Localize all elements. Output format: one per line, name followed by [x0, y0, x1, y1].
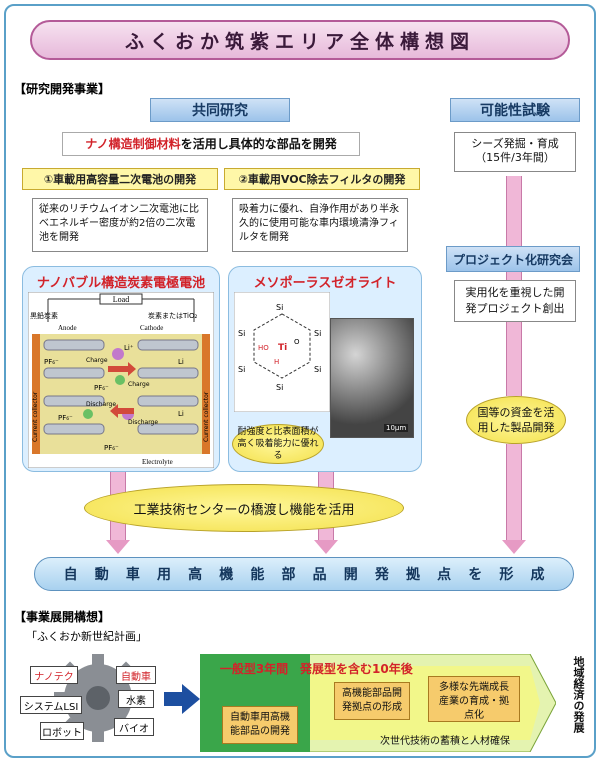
battery-cc-right: Current collector	[203, 391, 210, 442]
zeolite-si-right2: Si	[314, 365, 321, 374]
tag-nanotech: ナノテク	[30, 666, 78, 684]
battery-pf6-2: PF₆⁻	[94, 384, 109, 392]
banner-char: 用	[156, 567, 171, 583]
box-advanced-industries: 多様な先端成長産業の育成・拠点化	[428, 676, 520, 722]
banner-char: 開	[343, 567, 358, 583]
arrow-battery-head	[106, 540, 130, 554]
goal-banner: 自 動 車 用 高 機 能 部 品 開 発 拠 点 を 形 成	[34, 557, 574, 591]
zeolite-si-left2: Si	[238, 365, 245, 374]
battery-diagram: Load 黒鉛炭素 炭素またはTiO₂ Anode Cathode Li⁺ Li…	[28, 292, 214, 468]
tag-robot: ロボット	[40, 722, 84, 740]
stage3-side-label: 地域経済の発展	[572, 656, 585, 733]
battery-li-1: Li	[178, 358, 184, 366]
banner-char: 部	[281, 567, 296, 583]
banner-char: 自	[63, 567, 78, 583]
banner-char: 点	[437, 567, 452, 583]
zeolite-sem-image	[330, 318, 414, 438]
box-auto-parts: 自動車用高機能部品の開発	[222, 706, 298, 744]
arrow-funds-down	[506, 444, 522, 544]
zeolite-note: 耐強度と比表面積が高く吸着能力に優れる	[232, 424, 324, 464]
battery-charge-2: Charge	[128, 381, 150, 388]
plan-label: 「ふくおか新世紀計画」	[26, 630, 147, 643]
battery-cathode-material: 炭素またはTiO₂	[148, 311, 198, 320]
battery-anode-label: Anode	[58, 324, 77, 332]
project-desc-box: 実用化を重視した開発プロジェクト創出	[454, 280, 576, 322]
battery-pf6-1: PF₆⁻	[44, 358, 59, 366]
page-title: ふくおか筑紫エリア全体構想図	[30, 20, 570, 60]
banner-char: 形	[499, 567, 514, 583]
tag-system-lsi: システムLSI	[20, 696, 82, 714]
arrow-seeds-down	[506, 176, 522, 246]
battery-discharge-1: Discharge	[86, 401, 116, 408]
battery-li-ion: Li⁺	[124, 344, 134, 352]
battery-cathode-label: Cathode	[140, 324, 163, 332]
zeolite-ti: Ti	[278, 343, 287, 353]
banner-char: 発	[374, 567, 389, 583]
banner-char: 成	[530, 567, 545, 583]
battery-anode-material: 黒鉛炭素	[30, 311, 58, 320]
zeolite-h: H	[274, 358, 279, 366]
stage1-label: 一般型3年間	[219, 662, 289, 676]
zeolite-si-right: Si	[314, 329, 321, 338]
theme-battery: ①車載用高容量二次電池の開発	[22, 168, 218, 190]
banner-char: 車	[125, 567, 140, 583]
nano-lead-text: を活用し具体的な部品を開発	[180, 137, 337, 151]
battery-load: Load	[113, 295, 129, 304]
battery-cc-left: Current collector	[32, 391, 39, 442]
section-label-research: 【研究開発事業】	[14, 82, 111, 96]
funds-ellipse: 国等の資金を活用した製品開発	[466, 396, 566, 444]
battery-pf6-3: PF₆⁻	[58, 414, 73, 422]
banner-char: 高	[188, 567, 203, 583]
battery-pf6-4: PF₆⁻	[104, 444, 119, 452]
zeolite-si-left: Si	[238, 329, 245, 338]
arrow-project-down	[506, 272, 522, 280]
tag-auto: 自動車	[116, 666, 156, 684]
box-parts-hub: 高機能部品開発拠点の形成	[334, 682, 410, 720]
battery-panel-title: ナノバブル構造炭素電極電池	[36, 276, 206, 291]
banner-char: 拠	[405, 567, 420, 583]
nano-lead-highlight: ナノ構造制御材料	[85, 137, 181, 151]
stage2-label: 発展型を含む10年後	[300, 662, 413, 676]
tag-hydrogen: 水素	[118, 690, 154, 708]
arrow-right-icon	[164, 684, 200, 714]
bridge-ellipse: 工業技術センターの橋渡し機能を活用	[84, 484, 404, 532]
theme-battery-desc: 従来のリチウムイオン二次電池に比べエネルギー密度が約2倍の二次電池を開発	[32, 198, 208, 252]
battery-charge-1: Charge	[86, 357, 108, 364]
zeolite-si-top: Si	[276, 303, 283, 312]
zeolite-si-bottom: Si	[276, 383, 283, 392]
bottom-line: 次世代技術の蓄積と人材確保	[380, 736, 510, 747]
joint-research-header: 共同研究	[150, 98, 290, 122]
tag-bio: バイオ	[114, 718, 154, 736]
zeolite-scale-label: 10μm	[384, 424, 409, 432]
banner-char: 機	[219, 567, 234, 583]
zeolite-structure-diagram: Si Si Si Si Si Si Ti HO O H	[234, 292, 330, 412]
seeds-box: シーズ発掘・育成 （15件/3年間）	[454, 132, 576, 172]
banner-char: 動	[94, 567, 109, 583]
arrow-zeolite-head	[314, 540, 338, 554]
banner-char: 品	[312, 567, 327, 583]
battery-li-2: Li	[178, 410, 184, 418]
banner-char: 能	[250, 567, 265, 583]
battery-electrolyte: Electrolyte	[142, 458, 173, 466]
zeolite-o: O	[294, 338, 300, 346]
arrow-funds-head	[502, 540, 526, 554]
section-label-deployment: 【事業展開構想】	[14, 610, 111, 624]
zeolite-ho: HO	[258, 344, 269, 352]
feasibility-header: 可能性試験	[450, 98, 580, 122]
theme-voc-filter: ②車載用VOC除去フィルタの開発	[224, 168, 420, 190]
battery-discharge-2: Discharge	[128, 419, 158, 426]
project-study-header: プロジェクト化研究会	[446, 246, 580, 272]
arrow-project-to-funds	[506, 322, 522, 396]
nano-lead-box: ナノ構造制御材料を活用し具体的な部品を開発	[62, 132, 360, 156]
zeolite-panel-title: メソポーラスゼオライト	[253, 276, 397, 291]
theme-voc-desc: 吸着力に優れ、自浄作用があり半永久的に使用可能な車内環境清浄フィルタを開発	[232, 198, 408, 252]
banner-char: を	[468, 567, 483, 583]
